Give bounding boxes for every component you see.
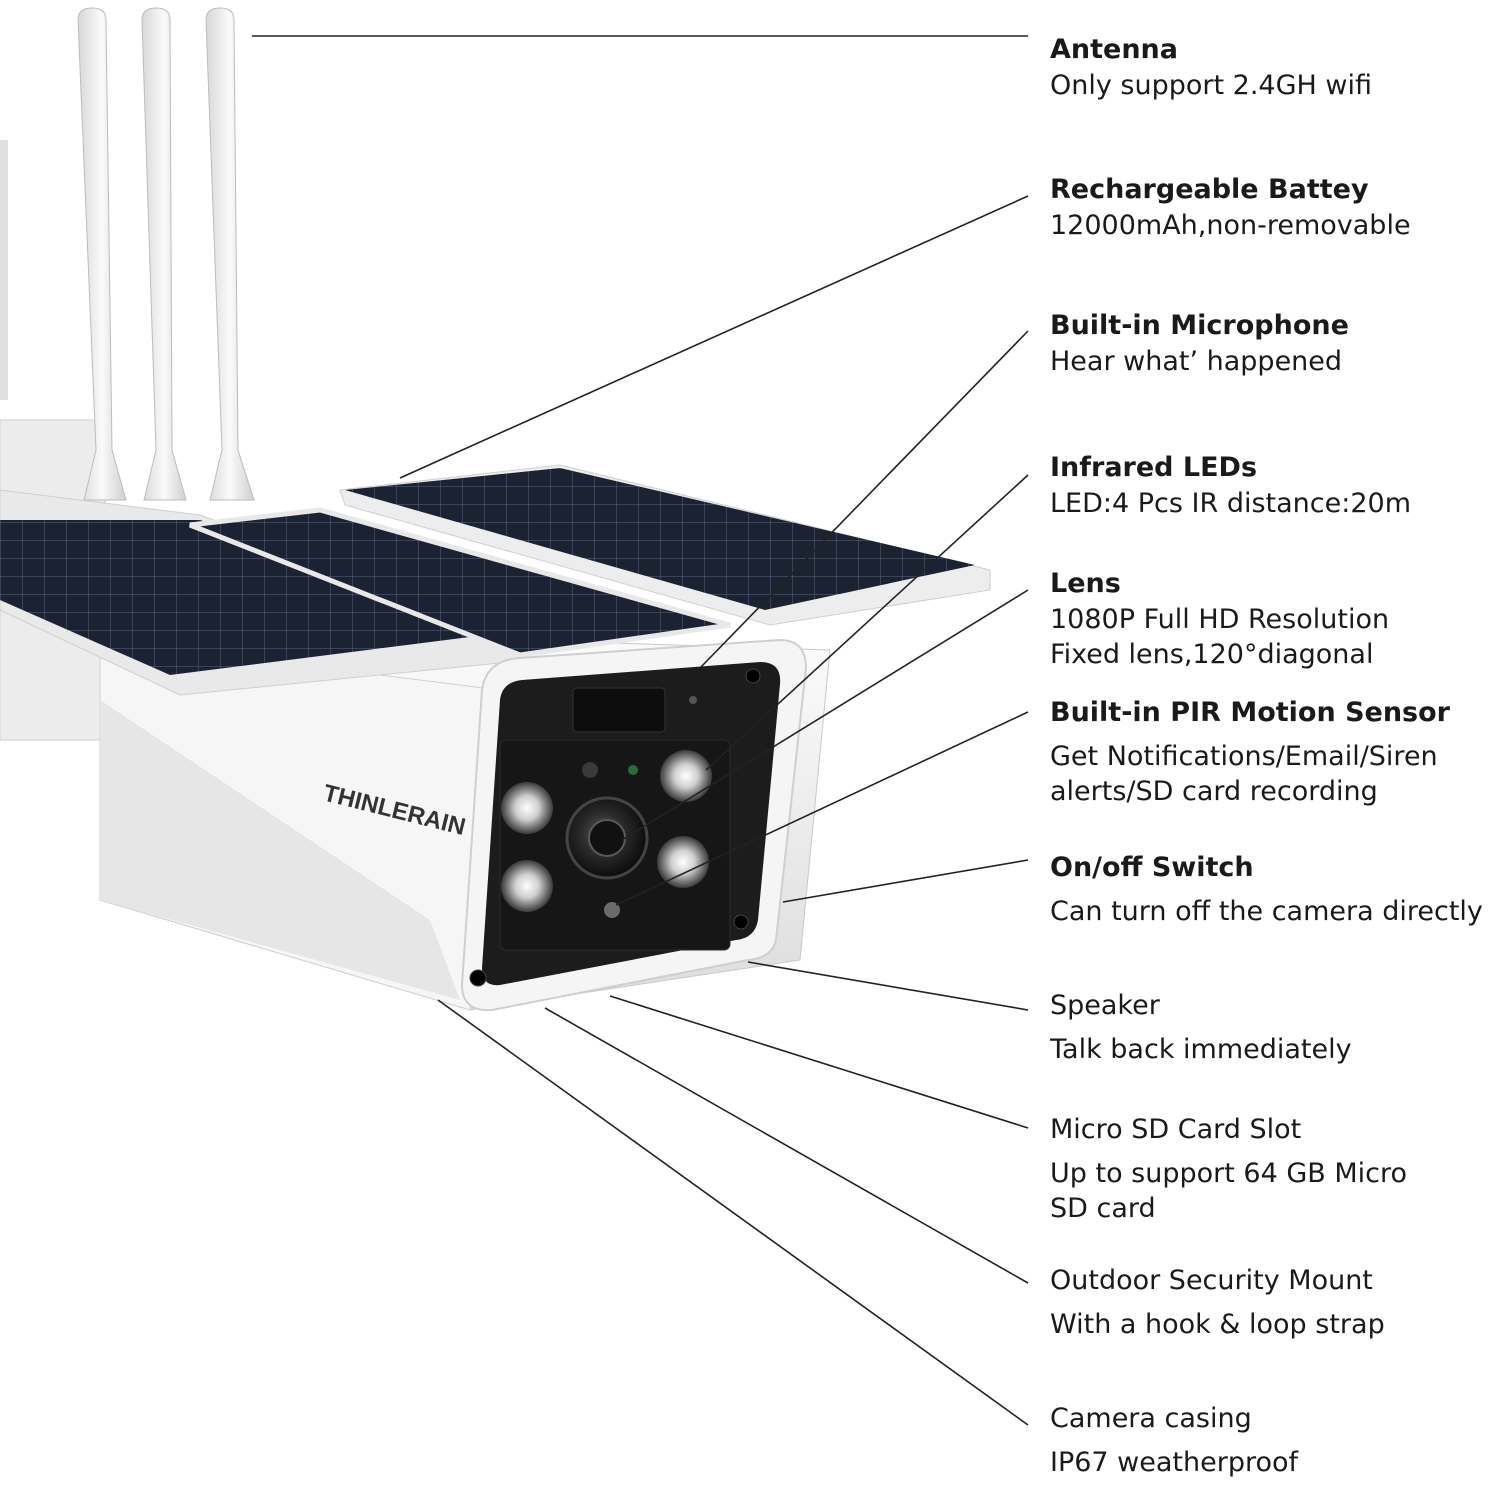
callout-desc: Only support 2.4GH wifi [1050,70,1373,101]
callout-title: Micro SD Card Slot [1050,1114,1302,1145]
callout-camera-casing: Camera casing IP67 weatherproof [1050,1401,1500,1480]
callout-title: Speaker [1050,990,1160,1021]
callout-sd-card-slot: Micro SD Card Slot Up to support 64 GB M… [1050,1112,1500,1226]
leader-line-speaker [747,961,1029,1011]
callout-desc: Talk back immediately [1050,1034,1352,1065]
callout-lens: Lens 1080P Full HD Resolution Fixed lens… [1050,566,1500,672]
leader-line-mount [544,1007,1029,1284]
leader-line-pir [615,711,1029,906]
callout-title: Camera casing [1050,1403,1252,1434]
antennas [77,7,255,501]
callout-desc: 1080P Full HD Resolution Fixed lens,120°… [1050,604,1390,670]
leader-line-lens [621,589,1029,841]
callout-desc: IP67 weatherproof [1050,1447,1299,1478]
callout-desc: Hear what’ happened [1050,346,1343,377]
callout-battery: Rechargeable Battey 12000mAh,non-removab… [1050,172,1500,243]
callout-title: Outdoor Security Mount [1050,1265,1373,1296]
solar-panel-right [339,464,991,626]
leader-line-infrared [705,474,1029,771]
leader-line-switch [782,859,1029,903]
callout-desc: Up to support 64 GB Micro SD card [1050,1158,1408,1224]
leader-line-battery [399,195,1029,479]
callout-title: Rechargeable Battey [1050,174,1369,205]
callout-on-off-switch: On/off Switch Can turn off the camera di… [1050,850,1500,929]
callout-desc: LED:4 Pcs IR distance:20m [1050,488,1411,519]
leader-line-casing [437,999,1029,1426]
callout-title: Infrared LEDs [1050,452,1258,483]
callout-desc: Can turn off the camera directly [1050,896,1483,927]
callout-pir-sensor: Built-in PIR Motion Sensor Get Notificat… [1050,695,1500,809]
leader-line-microphone [699,330,1029,669]
leader-lines [252,35,1029,1426]
leader-line-sdcard [609,995,1029,1129]
callout-title: On/off Switch [1050,852,1254,883]
callout-desc: With a hook & loop strap [1050,1309,1385,1340]
callout-title: Built-in Microphone [1050,310,1349,341]
callout-microphone: Built-in Microphone Hear what’ happened [1050,308,1500,379]
callout-desc: Get Notifications/Email/Siren alerts/SD … [1050,741,1438,807]
callout-desc: 12000mAh,non-removable [1050,210,1411,241]
callout-title: Built-in PIR Motion Sensor [1050,697,1450,728]
callout-title: Lens [1050,568,1121,599]
solar-panel-middle [189,507,731,658]
callout-infrared-leds: Infrared LEDs LED:4 Pcs IR distance:20m [1050,450,1500,521]
callout-speaker: Speaker Talk back immediately [1050,988,1500,1067]
camera-front [460,638,808,1012]
callout-title: Antenna [1050,34,1178,65]
callout-security-mount: Outdoor Security Mount With a hook & loo… [1050,1263,1500,1342]
callout-antenna: Antenna Only support 2.4GH wifi [1050,32,1500,103]
